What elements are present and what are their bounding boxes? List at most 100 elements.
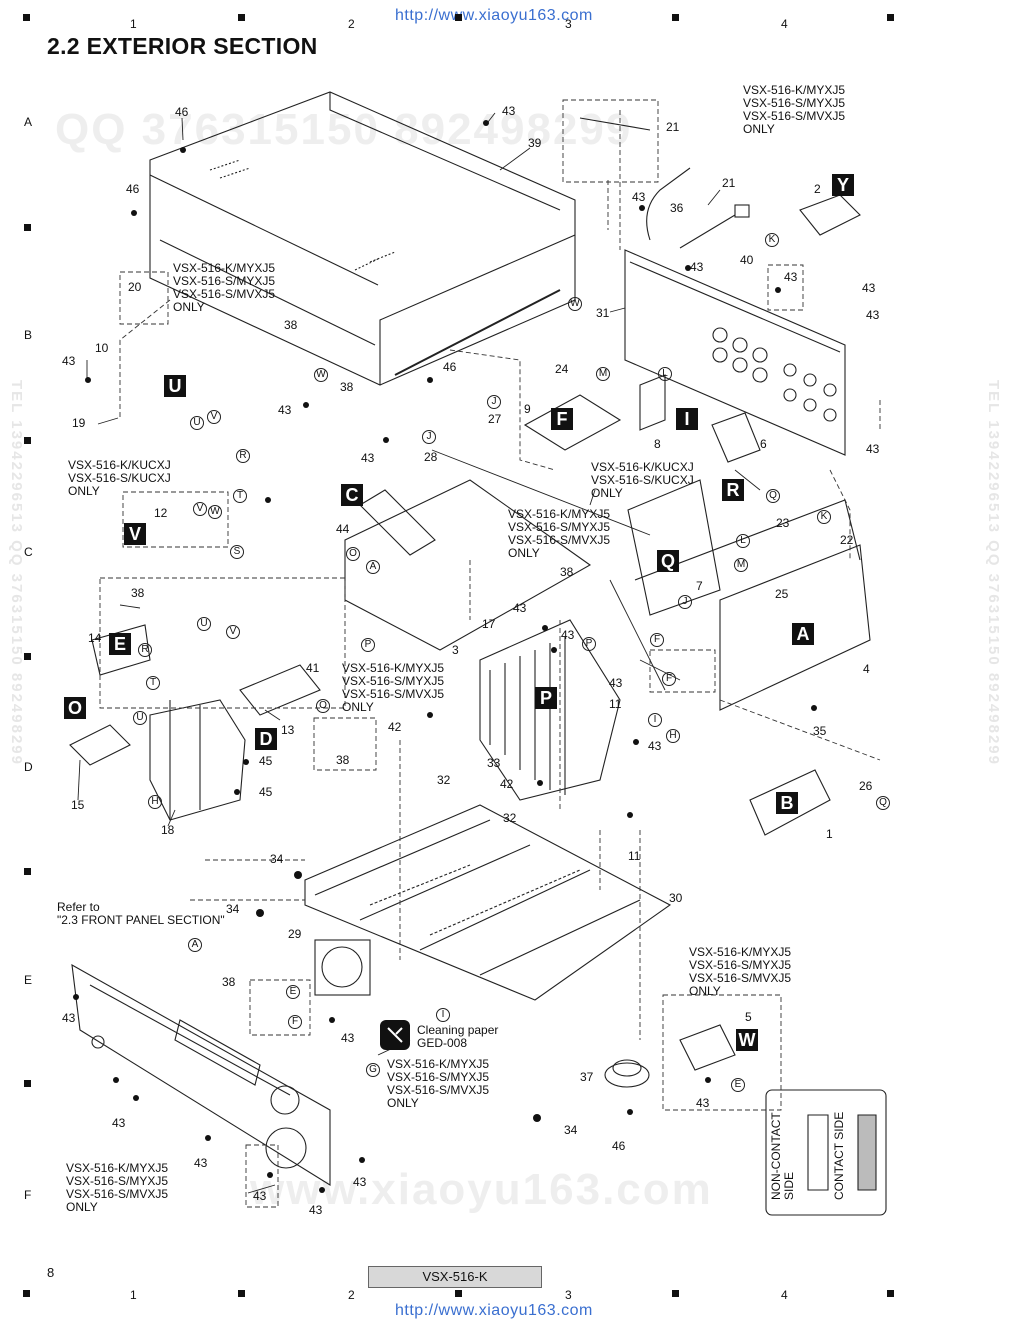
row-letter: C bbox=[24, 545, 33, 559]
part-number: 43 bbox=[194, 1156, 208, 1170]
footer-url-link[interactable]: http://www.xiaoyu163.com bbox=[395, 1302, 593, 1319]
watermark-side-left: TEL 13942296513 QQ 376315150 892498299 bbox=[8, 380, 25, 766]
part-number: 46 bbox=[612, 1139, 626, 1153]
registration-mark bbox=[24, 224, 31, 231]
connector-circle: U bbox=[197, 617, 211, 631]
connector-circle: I bbox=[436, 1008, 450, 1022]
board-tag: O bbox=[64, 697, 86, 719]
non-contact-side-label: NON-CONTACT SIDE bbox=[769, 1112, 796, 1200]
connector-circle: K bbox=[765, 233, 779, 247]
part-number: 43 bbox=[632, 190, 646, 204]
refer-note: Refer to "2.3 FRONT PANEL SECTION" bbox=[57, 900, 225, 927]
heatsink-outline bbox=[479, 619, 621, 801]
connector-circle: O bbox=[316, 699, 330, 713]
board-tag: V bbox=[124, 523, 146, 545]
row-letter: B bbox=[24, 328, 33, 342]
part-number: 25 bbox=[775, 587, 789, 601]
part-number: 42 bbox=[500, 777, 514, 791]
connector-circle: M bbox=[596, 367, 610, 381]
variant-note: VSX-516-K/MYXJ5 VSX-516-S/MYXJ5 VSX-516-… bbox=[743, 83, 846, 136]
part-number: 21 bbox=[722, 176, 736, 190]
part-number: 43 bbox=[341, 1031, 355, 1045]
registration-mark bbox=[887, 14, 894, 21]
footer-model-label: VSX-516-K bbox=[368, 1266, 542, 1288]
rear-panel-outline bbox=[624, 249, 846, 456]
column-number: 2 bbox=[348, 1288, 355, 1302]
variant-note: VSX-516-K/MYXJ5 VSX-516-S/MYXJ5 VSX-516-… bbox=[508, 507, 611, 560]
contact-side-label: CONTACT SIDE bbox=[832, 1111, 846, 1200]
column-number: 3 bbox=[565, 1288, 572, 1302]
board-tag: Y bbox=[832, 174, 854, 196]
part-number: 14 bbox=[88, 631, 102, 645]
part-number: 28 bbox=[424, 450, 438, 464]
part-number: 27 bbox=[488, 412, 502, 426]
connector-circle: O bbox=[346, 547, 360, 561]
part-number: 46 bbox=[443, 360, 457, 374]
part-number: 40 bbox=[740, 253, 754, 267]
part-number: 17 bbox=[482, 617, 496, 631]
connector-circle: P bbox=[582, 637, 596, 651]
connector-circle: W bbox=[314, 368, 328, 382]
board-tag: P bbox=[535, 687, 557, 709]
part-number: 32 bbox=[503, 811, 517, 825]
registration-mark bbox=[24, 868, 31, 875]
part-number: 3 bbox=[452, 643, 459, 657]
connector-circle: K bbox=[817, 510, 831, 524]
part-number: 43 bbox=[690, 260, 704, 274]
part-number: 1 bbox=[826, 827, 833, 841]
registration-mark bbox=[672, 1290, 679, 1297]
connector-circle: F bbox=[288, 1015, 302, 1029]
part-number: 39 bbox=[528, 136, 542, 150]
row-letter: E bbox=[24, 973, 33, 987]
part-number: 21 bbox=[666, 120, 680, 134]
chassis-outline bbox=[304, 804, 672, 1001]
variant-note: VSX-516-K/MYXJ5 VSX-516-S/MYXJ5 VSX-516-… bbox=[66, 1161, 169, 1214]
part-number: 34 bbox=[226, 902, 240, 916]
board-tag: Q bbox=[657, 550, 679, 572]
part-number: 38 bbox=[340, 380, 354, 394]
watermark-bottom: www.xiaoyu163.com bbox=[250, 1165, 713, 1214]
part-number: 45 bbox=[259, 785, 273, 799]
connector-circle: W bbox=[208, 505, 222, 519]
connector-circle: V bbox=[207, 410, 221, 424]
header-url-link[interactable]: http://www.xiaoyu163.com bbox=[395, 7, 593, 24]
part-number: 43 bbox=[866, 442, 880, 456]
part-number: 35 bbox=[813, 724, 827, 738]
cleaning-paper-note: Cleaning paper GED-008 bbox=[417, 1023, 499, 1050]
board-tag: W bbox=[736, 1029, 758, 1051]
part-number: 2 bbox=[814, 182, 821, 196]
part-number: 36 bbox=[670, 201, 684, 215]
connector-circle: R bbox=[236, 449, 250, 463]
part-number: 43 bbox=[513, 601, 527, 615]
part-number: 46 bbox=[126, 182, 140, 196]
part-number: 38 bbox=[284, 318, 298, 332]
connector-circle: E bbox=[731, 1078, 745, 1092]
part-number: 43 bbox=[561, 628, 575, 642]
top-cover-outline bbox=[149, 91, 576, 386]
registration-mark bbox=[455, 1290, 462, 1297]
board-b-outline bbox=[749, 769, 831, 836]
connector-circle: Q bbox=[766, 489, 780, 503]
part-number: 23 bbox=[776, 516, 790, 530]
part-number: 43 bbox=[862, 281, 876, 295]
board-c-outline bbox=[344, 479, 592, 651]
part-number: 7 bbox=[696, 579, 703, 593]
board-a-outline bbox=[719, 544, 871, 711]
connector-circle: U bbox=[190, 416, 204, 430]
registration-mark bbox=[672, 14, 679, 21]
variant-note: VSX-516-K/MYXJ5 VSX-516-S/MYXJ5 VSX-516-… bbox=[387, 1057, 490, 1110]
part-number: 24 bbox=[555, 362, 569, 376]
registration-mark bbox=[887, 1290, 894, 1297]
board-tag: C bbox=[341, 484, 363, 506]
part-number: 34 bbox=[270, 852, 284, 866]
part-number: 5 bbox=[745, 1010, 752, 1024]
registration-mark bbox=[24, 653, 31, 660]
part-number: 43 bbox=[253, 1189, 267, 1203]
connector-circle: F bbox=[662, 672, 676, 686]
part-number: 41 bbox=[306, 661, 320, 675]
connector-circle: U bbox=[133, 711, 147, 725]
connector-circle: H bbox=[666, 729, 680, 743]
column-number: 2 bbox=[348, 17, 355, 31]
part-number: 43 bbox=[62, 354, 76, 368]
